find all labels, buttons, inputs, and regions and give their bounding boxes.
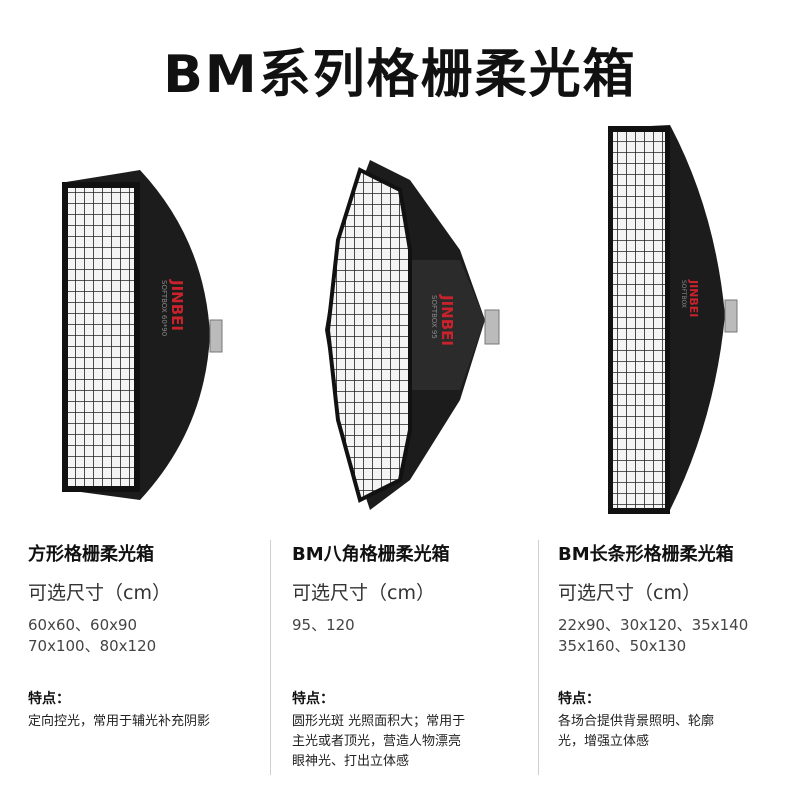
product-name: 方形格栅柔光箱	[28, 544, 154, 565]
size-options: 95、120	[292, 616, 355, 634]
svg-text:JINBEI: JINBEI	[438, 294, 456, 346]
size-label: 可选尺寸（cm）	[292, 582, 435, 604]
size-options: 22x90、30x120、35x140 35x160、50x130	[558, 616, 749, 655]
column-divider-left	[270, 540, 271, 775]
svg-text:SOFTBOX: SOFTBOX	[680, 280, 687, 308]
column-divider-right	[538, 540, 539, 775]
product-name: BM长条形格栅柔光箱	[558, 544, 734, 565]
brand-logo-text: JINBEI	[168, 279, 186, 331]
octagonal-softbox-image: JINBEI SOFTBOX 95	[325, 160, 500, 510]
size-options: 60x60、60x90 70x100、80x120	[28, 616, 157, 655]
feature-text: 各场合提供背景照明、轮廓 光，增强立体感	[558, 714, 715, 749]
feature-label: 特点：	[28, 691, 70, 707]
product-name: BM八角格栅柔光箱	[292, 544, 450, 565]
feature-label: 特点：	[292, 691, 334, 707]
product-info-strip: BM长条形格栅柔光箱 可选尺寸（cm） 22x90、30x120、35x140 …	[558, 540, 798, 657]
svg-text:SOFTBOX 60*90: SOFTBOX 60*90	[160, 280, 168, 336]
page-title: BM系列格栅柔光箱	[163, 45, 637, 105]
svg-text:SOFTBOX 95: SOFTBOX 95	[430, 295, 438, 339]
size-label: 可选尺寸（cm）	[28, 582, 171, 604]
feature-text: 圆形光斑 光照面积大；常用于 主光或者顶光，营造人物漂亮 眼神光、打出立体感	[292, 714, 466, 769]
strip-softbox-image: JINBEI SOFTBOX	[608, 125, 738, 514]
size-label: 可选尺寸（cm）	[558, 582, 701, 604]
svg-text:JINBEI: JINBEI	[687, 279, 700, 317]
feature-label: 特点：	[558, 691, 600, 707]
product-info-rectangular: 方形格栅柔光箱 可选尺寸（cm） 60x60、60x90 70x100、80x1…	[28, 540, 268, 657]
feature-text: 定向控光，常用于辅光补充阴影	[28, 714, 211, 729]
rectangular-softbox-image: JINBEI SOFTBOX 60*90	[62, 170, 223, 500]
product-info-octagonal: BM八角格栅柔光箱 可选尺寸（cm） 95、120	[292, 540, 532, 636]
